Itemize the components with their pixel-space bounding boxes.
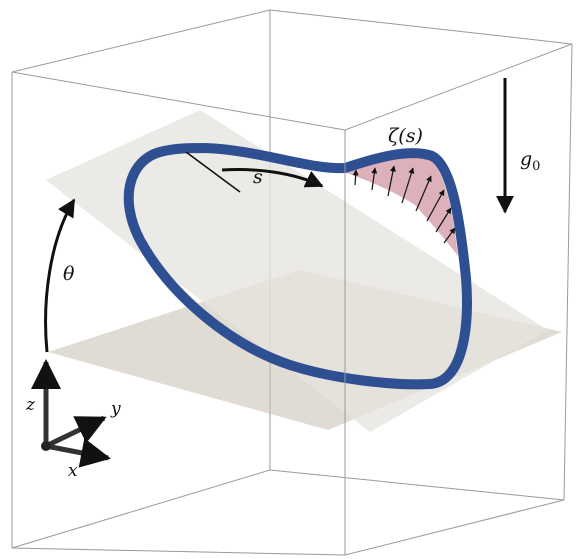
tilt-angle-label: θ [63, 263, 75, 285]
radius-line [185, 151, 241, 193]
arc-length-arrow [221, 168, 324, 188]
displacement-label: ζ(s) [388, 125, 423, 147]
x-axis-label: x [68, 461, 78, 481]
x-axis-arrow [45, 438, 111, 468]
y-axis-label: y [110, 399, 121, 419]
displacement-arrow [387, 165, 396, 197]
box-edge [11, 469, 271, 549]
displacement-arrow [371, 167, 378, 191]
gravity-subscript: 0 [532, 159, 540, 174]
box-edge [11, 71, 346, 131]
ring [123, 143, 472, 390]
gravity-label: g0 [520, 148, 540, 174]
displacement-arrow [352, 169, 359, 186]
box-edge [344, 43, 573, 131]
y-axis-arrow [44, 415, 107, 449]
axes-origin [41, 441, 51, 451]
gravity-symbol: g [520, 148, 532, 170]
arc-length-label: s [253, 166, 263, 188]
box-edge [344, 499, 565, 556]
displacement-arrow [426, 189, 445, 222]
z-axis-label: z [25, 395, 36, 415]
displacement-arrow [443, 227, 456, 244]
displacement-arrow [435, 207, 452, 233]
box-edge [11, 547, 346, 556]
displacement-arrow [401, 167, 415, 204]
box-front-edges [11, 9, 573, 556]
box-edge [269, 9, 573, 45]
tilted-plane [46, 110, 548, 432]
box-edge [563, 43, 573, 501]
displacement-arrow [415, 175, 432, 212]
displacement-arrows [352, 165, 456, 244]
box-edge [11, 9, 271, 73]
tilt-angle-arc [44, 198, 76, 353]
box-edge [269, 469, 565, 501]
axes-triad [31, 359, 111, 468]
